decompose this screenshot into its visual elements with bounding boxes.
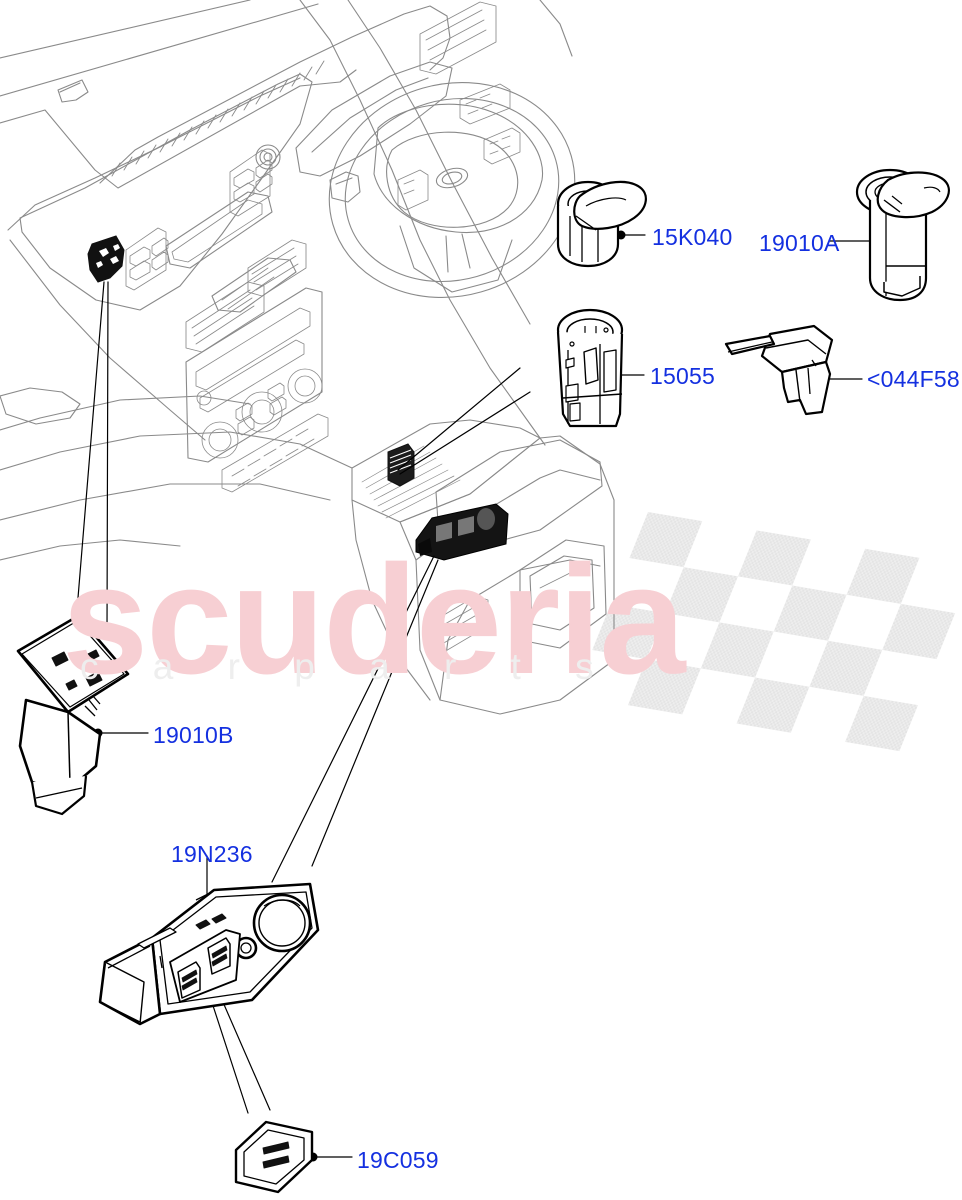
callout-19N236[interactable]: 19N236 bbox=[171, 841, 253, 867]
callout-044F58[interactable]: <044F58 bbox=[867, 366, 960, 392]
tagline-watermark: c a r p a r t s bbox=[80, 646, 616, 687]
installed-dashboard-socket-highlight bbox=[87, 235, 125, 283]
callout-15055[interactable]: 15055 bbox=[650, 363, 715, 389]
part-19010B-square-flange-power-socket bbox=[16, 614, 130, 816]
brand-watermark: scuderia bbox=[62, 533, 686, 706]
part-19010A-auxiliary-power-socket bbox=[855, 168, 950, 302]
installed-console-usb-panel-highlight bbox=[415, 503, 509, 561]
callout-19C059[interactable]: 19C059 bbox=[357, 1147, 439, 1173]
part-19C059-usb-port-cover bbox=[234, 1120, 314, 1194]
part-19N236-usb-port-panel bbox=[98, 882, 320, 1026]
part-15K040-cigar-lighter-socket bbox=[556, 180, 647, 268]
installed-console-lighter-highlight bbox=[387, 443, 415, 487]
part-15055-cigar-lighter-barrel bbox=[556, 308, 624, 428]
callout-15K040[interactable]: 15K040 bbox=[652, 224, 733, 250]
part-044F58-socket-cover-cap bbox=[724, 324, 834, 416]
callout-19010B[interactable]: 19010B bbox=[153, 722, 234, 748]
callout-19010A[interactable]: 19010A bbox=[759, 230, 840, 256]
